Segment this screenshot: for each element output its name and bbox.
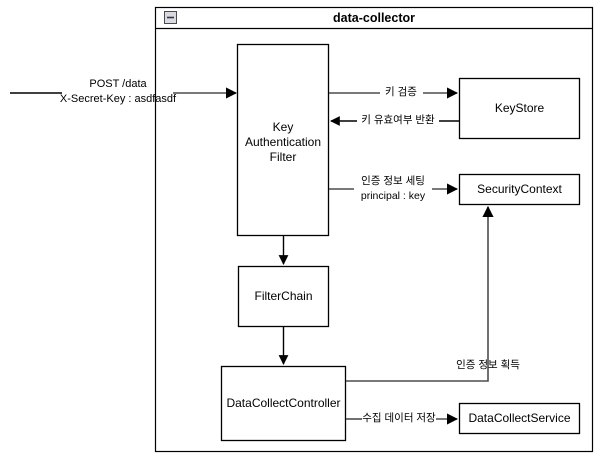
get-auth-info-label: 인증 정보 획득 — [456, 359, 520, 371]
edge-save-collected-data[interactable]: 수집 데이터 저장 — [346, 412, 459, 425]
keystore-box — [458, 77, 581, 140]
data-collect-controller-box — [220, 365, 347, 442]
security-context-label: SecurityContext — [477, 182, 562, 196]
key-authentication-filter-box — [236, 43, 330, 237]
key-verify-label: 키 검증 — [385, 86, 417, 98]
filter-chain-box — [237, 265, 330, 328]
package-title: data-collector — [333, 11, 415, 25]
node-security-context[interactable]: SecurityContext — [458, 173, 581, 206]
edge-key-verify[interactable]: 키 검증 — [329, 86, 459, 99]
edge-key-validity-return[interactable]: 키 유효여부 반환 — [330, 114, 459, 126]
data-collect-controller-label: DataCollectController — [226, 396, 340, 410]
get-auth-info-path — [346, 205, 494, 382]
key-authentication-filter-label-line3: Filter — [270, 150, 297, 164]
node-key-authentication-filter[interactable]: Key Authentication Filter — [236, 43, 330, 237]
data-collect-service-label: DataCollectService — [468, 411, 570, 425]
node-data-collect-controller[interactable]: DataCollectController — [220, 365, 347, 442]
filter-chain-label: FilterChain — [254, 289, 312, 303]
node-data-collect-service[interactable]: DataCollectService — [458, 402, 581, 435]
edge-incoming-request[interactable]: POST /data X-Secret-Key : asdfasdf — [10, 78, 238, 105]
set-auth-info-label-line1: 인증 정보 세팅 — [361, 175, 425, 187]
key-validity-return-label: 키 유효여부 반환 — [361, 114, 435, 126]
node-keystore[interactable]: KeyStore — [458, 77, 581, 140]
edge-set-auth-info[interactable]: 인증 정보 세팅 principal : key — [329, 175, 459, 202]
data-collect-service-box — [458, 402, 581, 435]
node-filter-chain[interactable]: FilterChain — [237, 265, 330, 328]
key-authentication-filter-label-line2: Authentication — [245, 135, 321, 149]
minus-box-icon[interactable] — [164, 11, 177, 24]
key-authentication-filter-label-line1: Key — [273, 120, 294, 134]
security-context-box — [458, 173, 581, 206]
incoming-request-label-line2: X-Secret-Key : asdfasdf — [60, 93, 177, 105]
keystore-label: KeyStore — [495, 101, 545, 115]
incoming-request-label-line1: POST /data — [89, 78, 147, 90]
edge-get-auth-info[interactable]: 인증 정보 획득 — [346, 205, 520, 382]
set-auth-info-label-line2: principal : key — [361, 190, 426, 202]
save-collected-data-label: 수집 데이터 저장 — [362, 412, 436, 424]
